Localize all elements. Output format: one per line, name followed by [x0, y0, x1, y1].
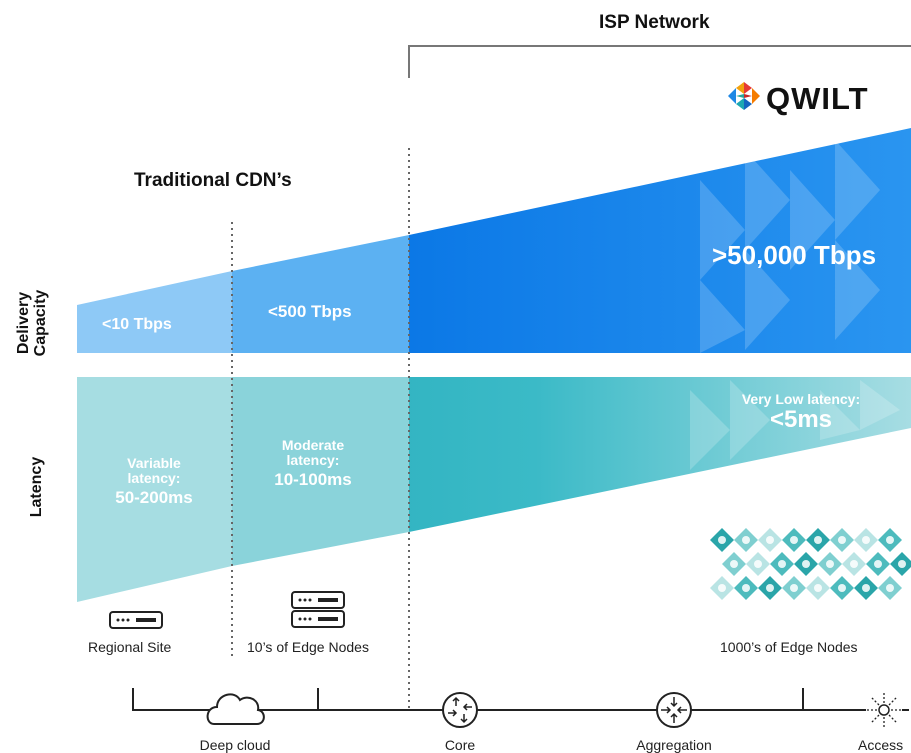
- edge-node-dot: [850, 560, 858, 568]
- cloud-icon: [206, 693, 265, 725]
- node-label-qwilt: 1000’s of Edge Nodes: [720, 639, 858, 655]
- aggregation-router-icon: [656, 692, 692, 728]
- axis-label-deep-cloud: Deep cloud: [199, 737, 271, 753]
- edge-node-dot: [718, 536, 726, 544]
- edge-node-dot: [766, 584, 774, 592]
- latency-qwilt-line1: Very Low latency:: [741, 391, 861, 407]
- axis-label-aggregation: Aggregation: [636, 737, 712, 753]
- isp-bracket: [408, 45, 911, 78]
- latency-pattern: [690, 380, 900, 470]
- latency-qwilt-text: Very Low latency: <5ms: [726, 391, 876, 433]
- edge-node-dot: [790, 536, 798, 544]
- edge-node-dot: [862, 584, 870, 592]
- edge-node-dot: [886, 584, 894, 592]
- capacity-qwilt-segment: [409, 128, 911, 353]
- server-icon-edge: [291, 591, 345, 628]
- network-axis-line: [132, 688, 909, 711]
- latency-regional-value: 50-200ms: [115, 488, 193, 507]
- edge-node-dot: [778, 560, 786, 568]
- axis-label-core: Core: [444, 737, 476, 753]
- core-router-icon: [442, 692, 478, 728]
- edge-node-dot: [838, 584, 846, 592]
- capacity-edge-segment: [232, 235, 409, 353]
- delivery-capacity-label: Delivery Capacity: [15, 283, 49, 363]
- server-icon-regional: [109, 611, 163, 629]
- latency-edge-line2: latency:: [286, 452, 340, 468]
- edge-node-dot: [814, 584, 822, 592]
- delivery-capacity-line1: Delivery: [15, 291, 32, 355]
- qwilt-logo-icon: [728, 82, 760, 110]
- edge-node-dot: [838, 536, 846, 544]
- edge-node-dot: [802, 560, 810, 568]
- latency-edge-segment: [232, 377, 409, 566]
- latency-regional-text: Variable latency: 50-200ms: [104, 455, 204, 507]
- qwilt-edge-node-cluster: [710, 528, 911, 600]
- capacity-qwilt-value: >50,000 Tbps: [712, 240, 877, 270]
- edge-node-dot: [766, 536, 774, 544]
- edge-node-dot: [730, 560, 738, 568]
- edge-node-dot: [742, 584, 750, 592]
- capacity-regional-value: <10 Tbps: [102, 316, 172, 333]
- edge-node-dot: [718, 584, 726, 592]
- edge-node-dot: [874, 560, 882, 568]
- traditional-cdn-header: Traditional CDN’s: [134, 170, 292, 191]
- latency-qwilt-value: <5ms: [769, 406, 833, 433]
- edge-node-dot: [814, 536, 822, 544]
- latency-regional-line2: latency:: [127, 470, 181, 486]
- latency-edge-value: 10-100ms: [274, 470, 352, 489]
- latency-regional-line1: Variable: [127, 455, 181, 471]
- axis-label-access: Access: [858, 737, 904, 753]
- edge-node-dot: [898, 560, 906, 568]
- delivery-capacity-line2: Capacity: [32, 289, 49, 357]
- access-node-icon: [866, 692, 902, 728]
- latency-label: Latency: [28, 456, 45, 518]
- node-label-regional: Regional Site: [88, 639, 172, 655]
- latency-qwilt-segment: [77, 377, 911, 532]
- edge-node-dot: [790, 584, 798, 592]
- edge-node-dot: [742, 536, 750, 544]
- node-label-edge: 10’s of Edge Nodes: [247, 639, 369, 655]
- latency-edge-line1: Moderate: [281, 437, 345, 453]
- edge-node-dot: [826, 560, 834, 568]
- latency-edge-text: Moderate latency: 10-100ms: [263, 437, 363, 489]
- edge-node-dot: [862, 536, 870, 544]
- edge-node-dot: [886, 536, 894, 544]
- isp-network-header: ISP Network: [599, 12, 710, 33]
- capacity-edge-value: <500 Tbps: [268, 302, 352, 321]
- qwilt-logo-text: QWILT: [766, 81, 869, 116]
- capacity-regional-segment: [77, 271, 232, 353]
- edge-node-dot: [754, 560, 762, 568]
- latency-regional-segment: [77, 377, 232, 602]
- capacity-pattern: [700, 140, 880, 353]
